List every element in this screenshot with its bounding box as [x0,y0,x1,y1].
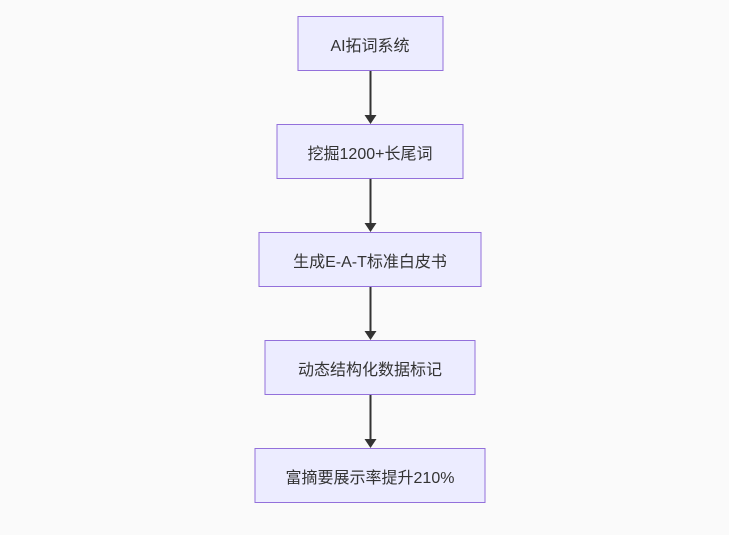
flow-arrow-3 [364,287,376,340]
arrow-head-icon [364,223,376,232]
flow-node-eat-whitepaper: 生成E-A-T标准白皮书 [258,232,482,287]
flowchart: AI拓词系统 挖掘1200+长尾词 生成E-A-T标准白皮书 动态结构化数据标记… [254,16,486,503]
arrow-line [369,179,371,223]
flow-node-structured-data-markup: 动态结构化数据标记 [264,340,476,395]
flow-node-label: 动态结构化数据标记 [297,361,442,379]
flow-node-rich-snippet-rate: 富摘要展示率提升210% [254,448,486,503]
flow-node-longtail-keywords: 挖掘1200+长尾词 [276,124,464,179]
arrow-head-icon [364,115,376,124]
flow-node-label: AI拓词系统 [330,37,410,55]
flow-node-label: 挖掘1200+长尾词 [307,145,433,163]
arrow-head-icon [364,331,376,340]
flow-arrow-4 [364,395,376,448]
arrow-line [369,395,371,439]
flow-node-label: 富摘要展示率提升210% [285,469,455,487]
arrow-line [369,287,371,331]
flow-arrow-1 [364,71,376,124]
flow-node-ai-word-expansion: AI拓词系统 [297,16,443,71]
arrow-line [369,71,371,115]
flow-arrow-2 [364,179,376,232]
arrow-head-icon [364,439,376,448]
flow-node-label: 生成E-A-T标准白皮书 [293,253,447,271]
